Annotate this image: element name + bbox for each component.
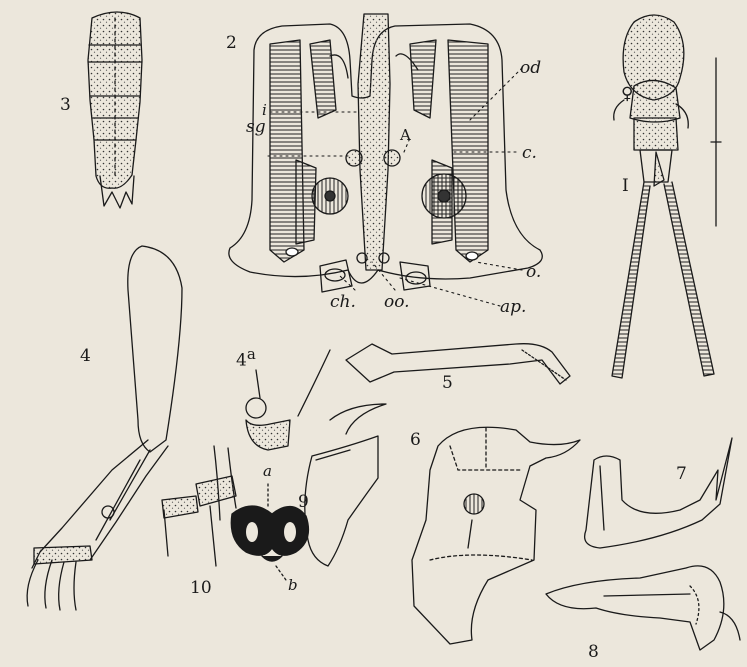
figure-3-number: 3 bbox=[60, 97, 71, 114]
figure-8-drawing bbox=[546, 566, 740, 650]
fig10-label-b: b bbox=[288, 578, 298, 593]
figure-7-number: 7 bbox=[676, 466, 687, 483]
figure-10-drawing bbox=[231, 484, 308, 580]
figure-8-number: 8 bbox=[588, 644, 599, 661]
fig2-label-A: A bbox=[400, 128, 411, 143]
figure-2-number: 2 bbox=[226, 35, 237, 52]
figure-10-number: 10 bbox=[190, 580, 212, 597]
fig2-label-c: c. bbox=[522, 145, 537, 162]
figure-5-number: 5 bbox=[442, 375, 453, 392]
fig10-label-a: a bbox=[263, 464, 272, 479]
figure-7-drawing bbox=[585, 438, 732, 548]
female-symbol: ♀ bbox=[621, 86, 633, 103]
figure-1-number: I bbox=[622, 178, 629, 195]
figure-4a-number: 4a bbox=[236, 347, 256, 370]
fig2-label-oo: oo. bbox=[384, 294, 410, 311]
fig2-label-sg: sg bbox=[246, 119, 266, 136]
figure-9-number: 9 bbox=[298, 494, 309, 511]
figure-4a-superscript: a bbox=[247, 345, 256, 363]
fig2-label-ap: ap. bbox=[500, 299, 526, 316]
figure-6-drawing bbox=[412, 427, 580, 644]
figure-4-drawing bbox=[27, 246, 182, 610]
fig2-label-o: o. bbox=[526, 264, 541, 281]
fig2-label-i: i bbox=[262, 103, 267, 118]
fig2-label-od: od bbox=[520, 60, 541, 77]
figure-1-drawing bbox=[612, 15, 721, 378]
figure-3-drawing bbox=[88, 12, 142, 208]
figure-9-drawing bbox=[305, 404, 386, 566]
figure-6-number: 6 bbox=[410, 432, 421, 449]
figure-5-drawing bbox=[346, 344, 570, 384]
figure-4-number: 4 bbox=[80, 348, 91, 365]
figure-2-drawing bbox=[229, 14, 542, 292]
fig2-label-ch: ch. bbox=[330, 294, 356, 311]
